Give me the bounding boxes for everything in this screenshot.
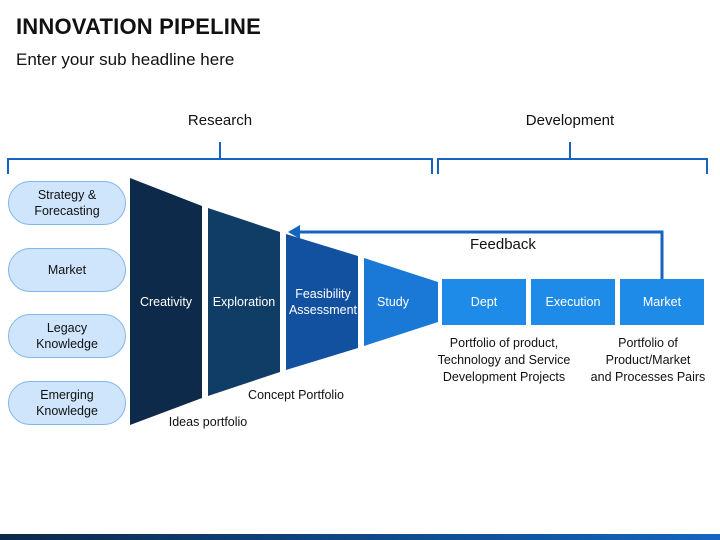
ideas-portfolio-note: Ideas portfolio <box>168 415 248 429</box>
stage-study-shape <box>364 258 438 346</box>
bottom-accent-bar <box>0 534 720 540</box>
page-title: INNOVATION PIPELINE <box>16 14 262 39</box>
development-bracket <box>437 142 708 174</box>
stage-creativity-shape <box>130 178 202 425</box>
stage-exploration-shape <box>208 208 280 396</box>
feedback-line <box>296 230 664 279</box>
stage-creativity-label: Creativity <box>139 295 193 309</box>
dev-execution-shape <box>531 279 615 325</box>
dev-dept-shape <box>442 279 526 325</box>
dev-market-label: Market <box>642 295 682 309</box>
input-legacy-knowledge: Legacy Knowledge <box>8 314 126 358</box>
feedback-arrowhead <box>288 225 300 239</box>
stage-feasibility-label: Feasibility Assessment <box>288 287 358 317</box>
dev-execution-label: Execution <box>545 295 601 309</box>
input-market: Market <box>8 248 126 292</box>
input-strategy-forecasting: Strategy & Forecasting <box>8 181 126 225</box>
feedback-label: Feedback <box>470 236 536 253</box>
input-emerging-knowledge: Emerging Knowledge <box>8 381 126 425</box>
dev-market-shape <box>620 279 704 325</box>
stage-feasibility-shape <box>286 234 358 370</box>
portfolio-product-note: Portfolio of product, Technology and Ser… <box>437 336 571 384</box>
page-subtitle: Enter your sub headline here <box>16 50 235 69</box>
stage-exploration-label: Exploration <box>212 295 276 309</box>
dev-dept-label: Dept <box>470 295 498 309</box>
concept-portfolio-note: Concept Portfolio <box>248 388 344 402</box>
stage-study-label: Study <box>377 295 409 309</box>
research-bracket <box>7 142 433 174</box>
portfolio-market-note: Portfolio of Product/Market and Processe… <box>590 336 706 384</box>
development-label: Development <box>525 112 615 129</box>
research-label: Research <box>187 112 253 129</box>
